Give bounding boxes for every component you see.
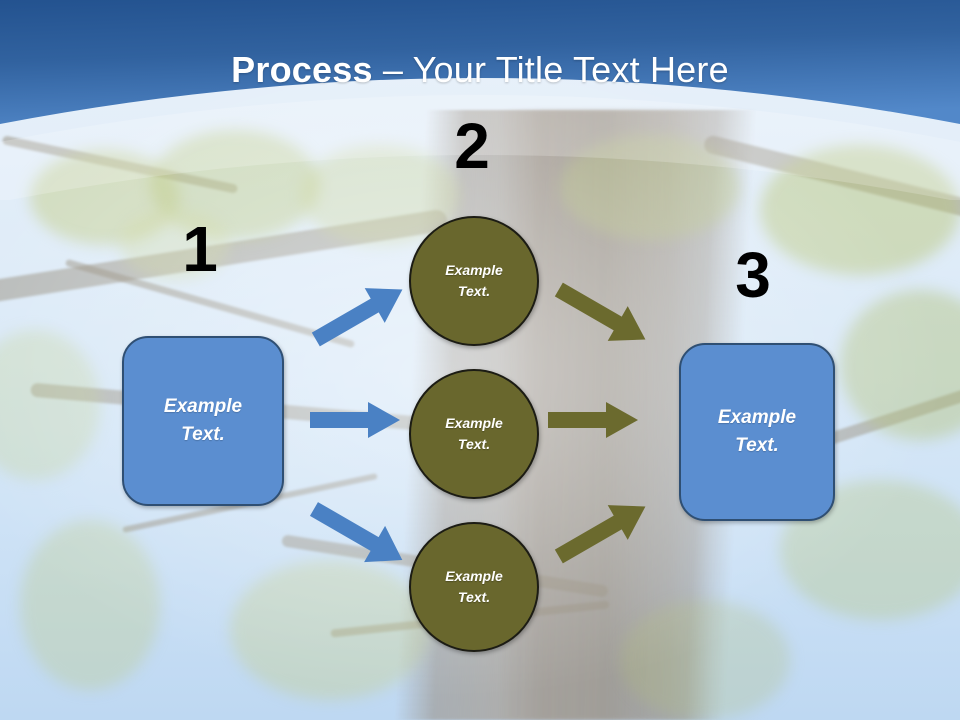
stage-2-circle-middle-line1: Example: [445, 415, 503, 431]
stage-2-circle-top-line1: Example: [445, 262, 503, 278]
step-number-3: 3: [735, 239, 771, 311]
stage-2-circle-top-line2: Text.: [457, 283, 491, 299]
page-title-rest: – Your Title Text Here: [372, 49, 729, 90]
stage-2-circle-middle[interactable]: Example Text.: [409, 369, 539, 499]
stage-2-circle-middle-line2: Text.: [457, 436, 491, 452]
arrow-bottom-to-right: [548, 498, 658, 564]
stage-1-box-label: Example Text.: [164, 393, 242, 448]
stage-1-box-line1: Example: [163, 396, 243, 418]
stage-2-circle-bottom-line2: Text.: [457, 589, 491, 605]
tree-foliage: [30, 150, 180, 245]
stage-3-box-line2: Text.: [735, 435, 779, 456]
arrow-left-to-middle: [310, 400, 402, 440]
page-title: Process – Your Title Text Here: [0, 49, 960, 91]
arrow-top-to-right: [548, 282, 658, 348]
tree-foliage: [0, 330, 100, 480]
arrow-left-to-bottom: [303, 500, 415, 570]
tree-foliage: [560, 135, 740, 240]
tree-foliage: [20, 520, 160, 690]
stage-2-circle-top[interactable]: Example Text.: [409, 216, 539, 346]
stage-3-box-line1: Example: [717, 407, 797, 429]
step-number-2: 2: [454, 110, 490, 182]
step-number-1: 1: [182, 213, 218, 285]
stage-1-box-line2: Text.: [181, 424, 225, 445]
tree-foliage: [230, 560, 430, 700]
arrow-left-to-top: [305, 284, 415, 347]
tree-foliage: [760, 145, 960, 275]
tree-foliage: [620, 600, 790, 720]
tree-foliage: [150, 130, 320, 240]
stage-2-circle-top-label: Example Text.: [445, 260, 503, 302]
tree-foliage: [120, 210, 230, 280]
arrow-middle-to-right: [548, 401, 640, 439]
tree-foliage: [840, 290, 960, 440]
stage-1-box[interactable]: Example Text.: [122, 336, 284, 506]
stage-2-circle-middle-label: Example Text.: [445, 413, 503, 455]
tree-foliage: [300, 145, 460, 245]
stage-2-circle-bottom-line1: Example: [445, 568, 503, 584]
stage-3-box[interactable]: Example Text.: [679, 343, 835, 521]
stage-2-circle-bottom[interactable]: Example Text.: [409, 522, 539, 652]
page-title-bold: Process: [231, 49, 373, 90]
stage-2-circle-bottom-label: Example Text.: [445, 566, 503, 608]
stage-3-box-label: Example Text.: [718, 404, 796, 459]
